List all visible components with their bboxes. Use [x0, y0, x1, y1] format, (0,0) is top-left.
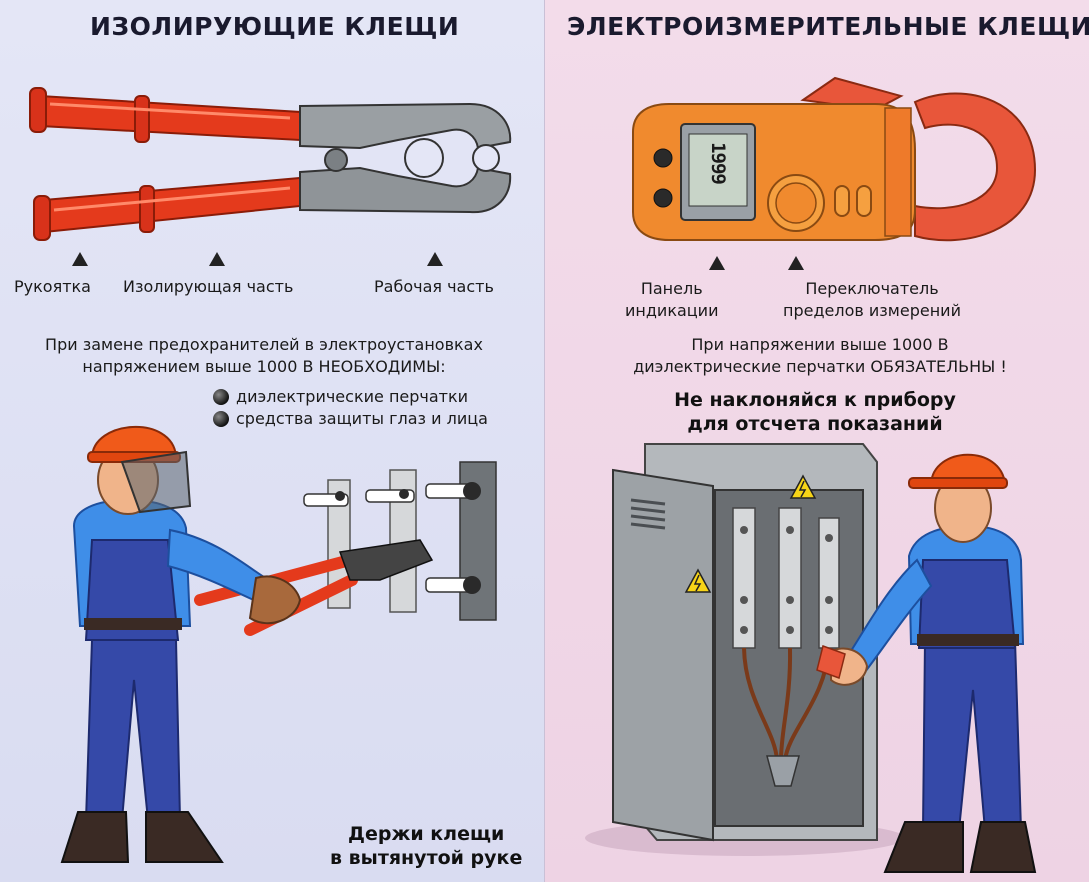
working-pointer-icon: [427, 252, 443, 266]
worker-with-clamp-meter-illustration: [816, 453, 1037, 873]
requirement-face-protection: средства защиты глаз и лица: [236, 409, 488, 428]
label-switch-line-2: пределов измерений: [783, 301, 961, 320]
label-display-line-1: Панель: [640, 279, 703, 298]
left-caption-line-2: в вытянутой руке: [330, 847, 523, 869]
handle-pointer-icon: [72, 252, 88, 266]
pliers-handles: [29, 87, 301, 241]
switch-pointer-icon: [788, 256, 804, 270]
clamp-meter-panel: ЭЛЕКТРОИЗМЕРИТЕЛЬНЫЕ КЛЕЩИ 1999 Панель и…: [545, 0, 1089, 882]
insulating-pliers-illustration: [29, 87, 512, 241]
worker-with-pliers-illustration: [60, 425, 434, 863]
label-handle: Рукоятка: [14, 277, 91, 296]
hazard-sign-icon: [789, 474, 817, 499]
insulating-pliers-panel: ИЗОЛИРУЮЩИЕ КЛЕЩИ Рукоятка Изолирующая ч…: [0, 0, 545, 882]
bullet-icon: [213, 411, 229, 427]
left-caption-line-1: Держи клещи: [348, 823, 505, 845]
right-warning-line-2: диэлектрические перчатки ОБЯЗАТЕЛЬНЫ !: [633, 357, 1007, 376]
left-warning-line-2: напряжением выше 1000 В НЕОБХОДИМЫ:: [82, 357, 446, 376]
left-warning-text: При замене предохранителей в электроуста…: [18, 334, 510, 378]
right-warning-line-1: При напряжении выше 1000 В: [691, 335, 949, 354]
right-title: ЭЛЕКТРОИЗМЕРИТЕЛЬНЫЕ КЛЕЩИ: [567, 12, 1089, 41]
right-caption: Не наклоняйся к прибору для отсчета пока…: [655, 388, 975, 436]
display-pointer-icon: [709, 256, 725, 270]
label-working-part: Рабочая часть: [374, 277, 494, 296]
right-caption-line-2: для отсчета показаний: [687, 413, 943, 435]
label-insulating-part: Изолирующая часть: [123, 277, 294, 296]
pliers-jaws: [299, 102, 512, 214]
insulating-pointer-icon: [209, 252, 225, 266]
left-caption: Держи клещи в вытянутой руке: [330, 822, 522, 870]
left-warning-line-1: При замене предохранителей в электроуста…: [45, 335, 483, 354]
hazard-sign-icon: [684, 568, 712, 593]
requirement-gloves: диэлектрические перчатки: [236, 387, 469, 406]
label-switch-line-1: Переключатель: [805, 279, 939, 298]
label-display-line-2: индикации: [625, 301, 719, 320]
clamp-meter-illustration: [632, 76, 1037, 242]
bullet-icon: [213, 389, 229, 405]
label-display-panel: Панель индикации: [625, 278, 718, 322]
left-title: ИЗОЛИРУЮЩИЕ КЛЕЩИ: [90, 12, 460, 41]
right-caption-line-1: Не наклоняйся к прибору: [674, 389, 956, 411]
right-warning-text: При напряжении выше 1000 В диэлектрическ…: [585, 334, 1055, 378]
label-range-switch: Переключатель пределов измерений: [783, 278, 961, 322]
